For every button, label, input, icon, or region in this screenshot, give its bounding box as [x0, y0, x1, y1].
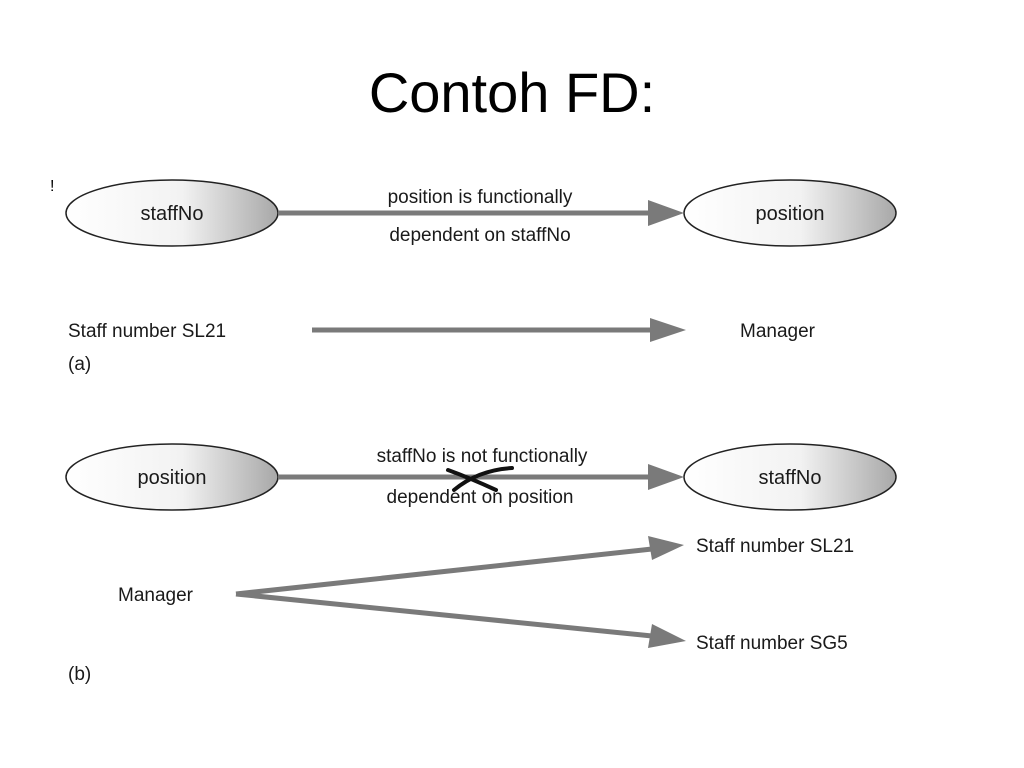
triangle-arrowhead-icon	[648, 536, 684, 560]
node-a-left-label: staffNo	[141, 203, 204, 225]
stray-mark: !	[50, 178, 55, 195]
fd-label-b-line2: dependent on position	[387, 487, 574, 508]
node-a-right-label: position	[756, 203, 825, 225]
fd-label-a-line2: dependent on staffNo	[389, 225, 570, 246]
example-a-left: Staff number SL21	[68, 321, 226, 342]
triangle-arrowhead-icon	[648, 200, 684, 226]
fd-label-a-line1: position is functionally	[388, 187, 573, 208]
node-b-left-label: position	[138, 467, 207, 489]
example-b-source: Manager	[118, 585, 194, 606]
caption-b: (b)	[68, 664, 91, 685]
example-a-right: Manager	[740, 321, 816, 342]
x-cross-mark-icon	[446, 466, 514, 492]
triangle-arrowhead-icon	[650, 318, 686, 342]
triangle-arrowhead-icon	[648, 624, 686, 648]
example-arrow-b2-line	[235, 591, 653, 639]
diagram-a: staffNo position position is functionall…	[65, 179, 897, 375]
fd-label-b-line1: staffNo is not functionally	[377, 446, 588, 467]
node-b-right-label: staffNo	[759, 467, 822, 489]
slide-title: Contoh FD:	[368, 61, 656, 124]
example-b-target-2: Staff number SG5	[696, 633, 848, 654]
caption-a: (a)	[68, 354, 91, 375]
diagram-b: position staffNo staffNo is not function…	[65, 443, 897, 685]
triangle-arrowhead-icon	[648, 464, 684, 490]
example-arrow-b1-line	[235, 546, 653, 597]
example-b-target-1: Staff number SL21	[696, 536, 854, 557]
